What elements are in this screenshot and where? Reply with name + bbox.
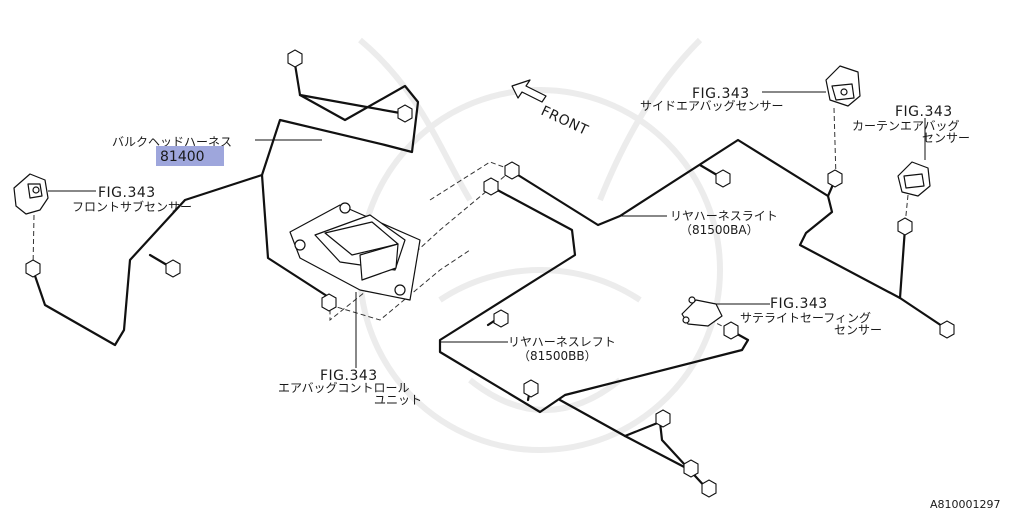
part-number-label: A810001297 bbox=[930, 498, 1001, 511]
connector bbox=[523, 379, 539, 398]
connector bbox=[493, 309, 509, 328]
rear-harness-right-label-1: リヤハーネスライト bbox=[670, 209, 778, 223]
side-airbag-sensor-label: サイドエアバッグセンサー bbox=[640, 99, 784, 113]
front-direction-label: FRONT bbox=[538, 103, 590, 139]
bulkhead-harness-wire bbox=[31, 56, 420, 347]
connector bbox=[25, 259, 41, 278]
connector bbox=[897, 217, 913, 236]
connector bbox=[287, 49, 303, 68]
connector bbox=[655, 409, 671, 428]
curtain-airbag-sensor-label-1: カーテンエアバッグ bbox=[852, 119, 960, 133]
airbag-control-unit-fig: FIG.343 bbox=[320, 368, 378, 384]
front-sensor-dash bbox=[32, 214, 35, 269]
curtain-airbag-sensor-label-2: センサー bbox=[922, 131, 970, 145]
side-sensor-dash bbox=[833, 107, 837, 179]
rear-harness-left-label-2: （81500BB） bbox=[518, 349, 597, 363]
side-airbag-sensor-part bbox=[825, 65, 861, 107]
rear-harness-left-wire bbox=[438, 184, 750, 414]
connector bbox=[483, 177, 499, 196]
ecu-mount-dashed-outline bbox=[329, 161, 513, 322]
bulkhead-harness-wire-left-branch bbox=[260, 173, 332, 300]
rear-harness-right-label-2: （81500BA） bbox=[680, 223, 759, 237]
rear-harness-right-wire bbox=[508, 138, 947, 330]
connector bbox=[504, 161, 520, 180]
satellite-safing-sensor-label-2: センサー bbox=[834, 323, 882, 337]
rear-harness-left-label-1: リヤハーネスレフト bbox=[508, 335, 616, 349]
connector bbox=[701, 479, 717, 498]
curtain-airbag-sensor-fig: FIG.343 bbox=[895, 104, 953, 120]
connector bbox=[321, 293, 337, 312]
connector bbox=[397, 104, 413, 123]
connectors bbox=[25, 49, 955, 498]
curtain-airbag-sensor-part bbox=[897, 161, 931, 197]
connector bbox=[715, 169, 731, 188]
connector bbox=[165, 259, 181, 278]
front-sub-sensor-label: フロントサブセンサー bbox=[72, 199, 192, 214]
airbag-control-unit-label-1: エアバッグコントロール bbox=[278, 381, 410, 395]
satellite-safing-sensor-part bbox=[681, 296, 723, 327]
front-direction-arrow bbox=[511, 79, 547, 103]
front-sub-sensor-fig: FIG.343 bbox=[98, 185, 156, 201]
bulkhead-harness-label: バルクヘッドハーネス bbox=[112, 135, 232, 149]
bulkhead-harness-wire-branch-2 bbox=[298, 93, 402, 115]
connector bbox=[827, 169, 843, 188]
bulkhead-code-label: 81400 bbox=[160, 149, 205, 165]
airbag-control-unit-part bbox=[289, 202, 421, 301]
front-sub-sensor-part bbox=[13, 173, 49, 215]
rear-harness-left-branch-3 bbox=[623, 434, 692, 472]
side-airbag-sensor-fig: FIG.343 bbox=[692, 86, 750, 102]
connector bbox=[723, 321, 739, 340]
connector bbox=[939, 320, 955, 339]
satellite-safing-sensor-fig: FIG.343 bbox=[770, 296, 828, 312]
bulkhead-code-highlight bbox=[156, 146, 224, 166]
connector bbox=[683, 459, 699, 478]
satellite-safing-sensor-label-1: サテライトセーフィング bbox=[740, 311, 871, 325]
rear-harness-right-branch-3 bbox=[898, 226, 907, 300]
airbag-control-unit-label-2: ユニット bbox=[374, 393, 422, 407]
